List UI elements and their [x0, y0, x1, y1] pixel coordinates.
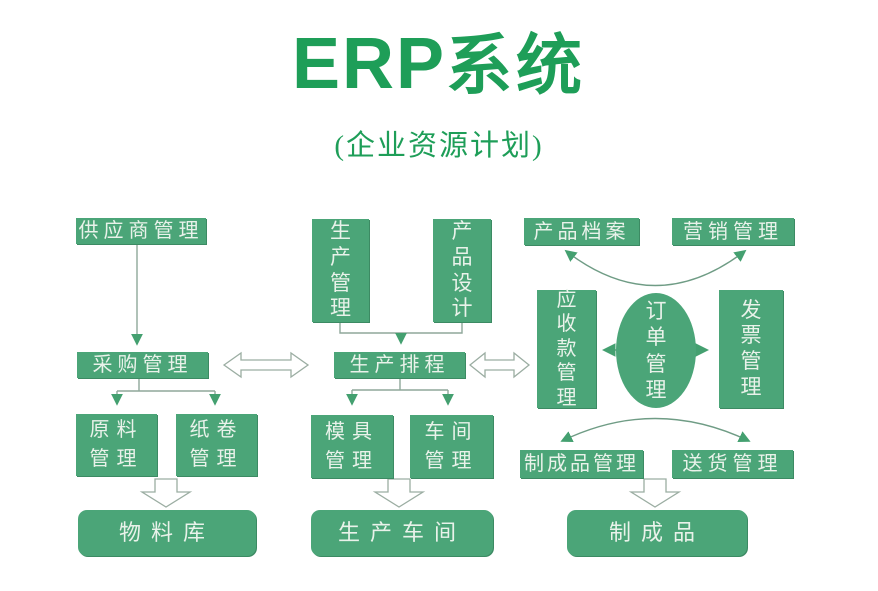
title-erp-text: ERP: [291, 24, 447, 104]
node-mold-management: 模具管理: [311, 415, 393, 478]
node-receivables-management: 应收款管理: [537, 289, 596, 409]
node-workshop-management: 车间管理: [410, 415, 493, 478]
title-system-text: 系统: [446, 30, 587, 103]
arc-order-to-finishedmgmt-delivery: [560, 417, 751, 443]
node-delivery-management: 送货管理: [672, 450, 793, 478]
bracket-purchasing-split: [111, 378, 221, 406]
page-subtitle: (企业资源计划): [334, 130, 544, 162]
node-material-warehouse: 物料库: [78, 510, 256, 556]
block-arrow-to-production-workshop: [372, 478, 426, 508]
node-paper-roll-management: 纸卷管理: [176, 414, 257, 476]
double-arrow-purchasing-scheduling: [222, 351, 310, 379]
node-production-scheduling: 生产排程: [334, 352, 465, 378]
block-arrow-to-material-warehouse: [139, 478, 193, 508]
double-arrow-scheduling-receivables: [468, 351, 531, 379]
bracket-production-join: [339, 322, 463, 345]
node-supplier-management: 供应商管理: [76, 218, 206, 244]
block-arrow-to-finished-goods: [628, 478, 682, 508]
node-finished-goods-management: 制成品管理: [520, 450, 643, 478]
node-product-archives: 产品档案: [524, 218, 639, 245]
node-purchasing-management: 采购管理: [77, 352, 208, 378]
node-product-design: 产品设计: [433, 219, 491, 322]
arc-order-to-archives-marketing: [564, 249, 747, 287]
node-production-management: 生产管理: [312, 219, 369, 322]
bracket-scheduling-split: [346, 378, 454, 406]
node-finished-goods: 制成品: [567, 510, 747, 556]
node-production-workshop: 生产车间: [311, 510, 493, 556]
node-raw-material-management: 原料管理: [76, 414, 157, 476]
node-invoice-management: 发票管理: [719, 290, 783, 408]
node-marketing-management: 营销管理: [672, 218, 794, 245]
node-order-management: 订单管理: [616, 293, 696, 408]
